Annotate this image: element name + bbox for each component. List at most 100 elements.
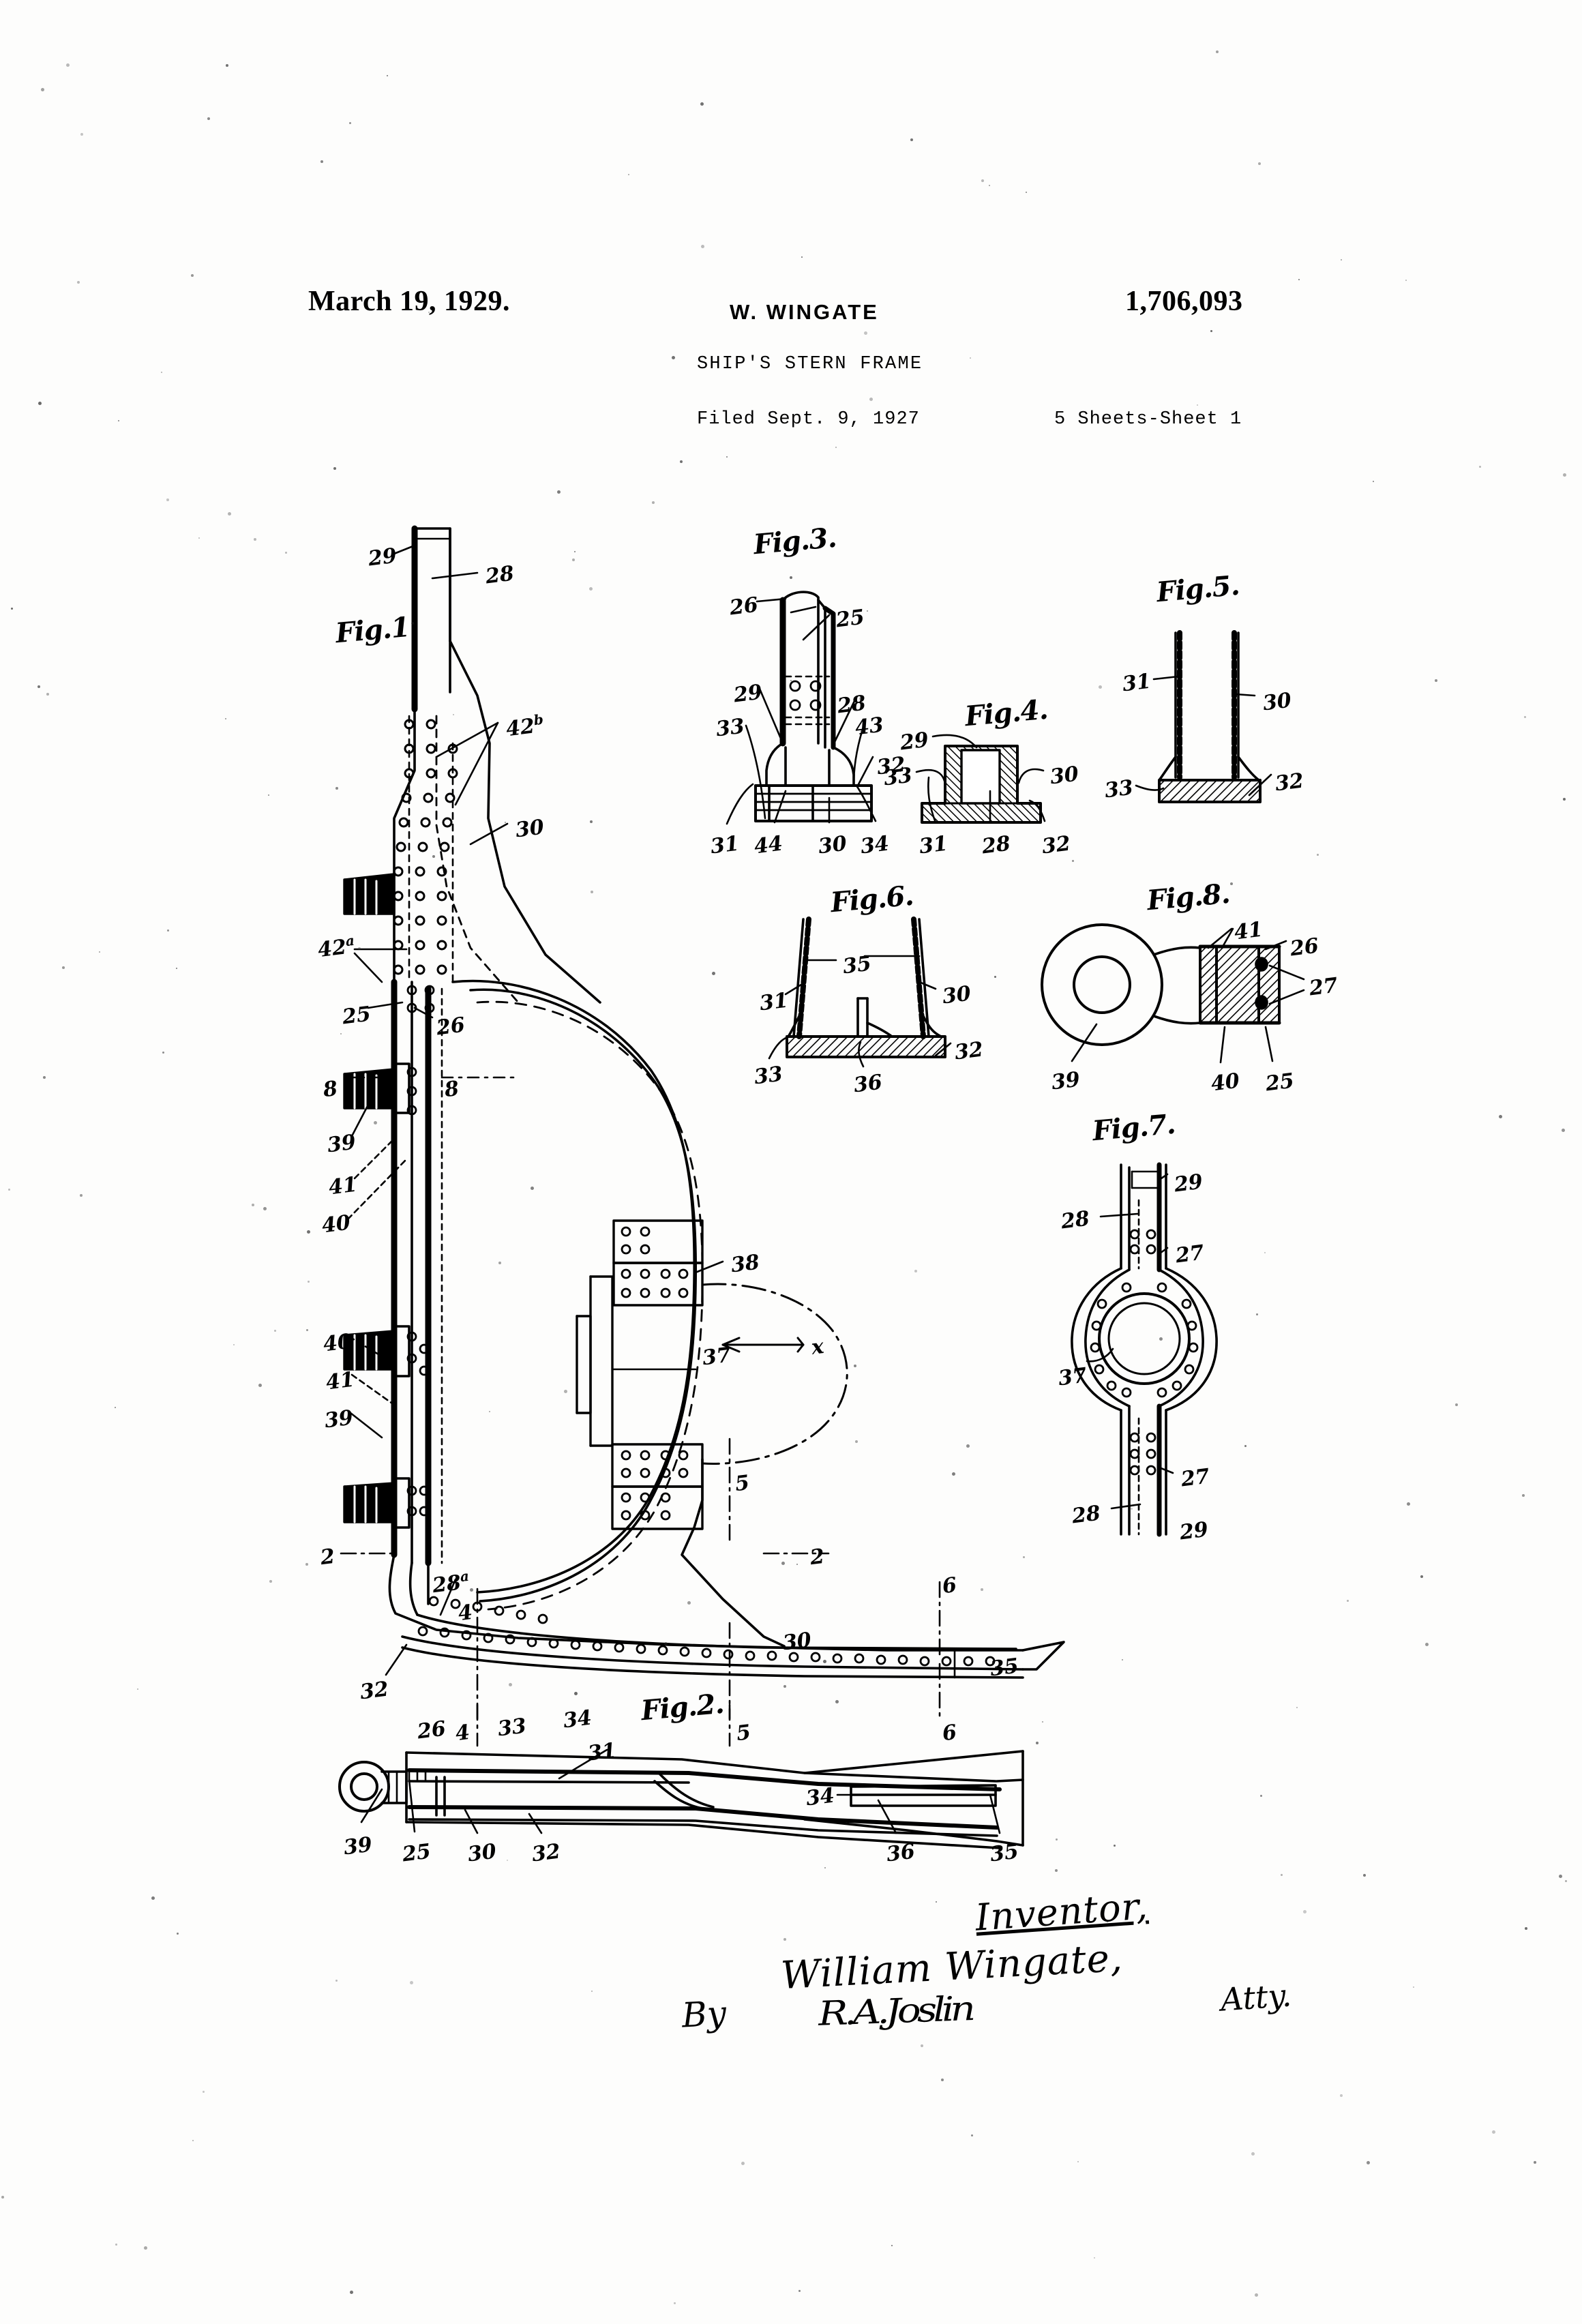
scan-speck	[252, 1204, 254, 1206]
scan-speck	[80, 133, 83, 136]
scan-speck	[1099, 685, 1102, 689]
reference-numeral-fig4-f4_28: 28	[981, 831, 1012, 859]
reference-numeral-fig6-f6_35: 35	[841, 951, 873, 979]
reference-numeral-fig7-f7_37: 37	[1057, 1363, 1088, 1391]
scan-speck	[233, 1344, 235, 1345]
reference-numeral-fig7-f7_29b: 29	[1178, 1517, 1210, 1545]
reference-numeral-fig2-f2_34: 34	[805, 1783, 836, 1811]
scan-speck	[591, 1991, 593, 1992]
scan-speck	[198, 537, 200, 539]
reference-numeral-fig3-f3_33: 33	[715, 714, 746, 742]
reference-numeral-fig3-f3_31: 31	[709, 831, 741, 859]
reference-numeral-fig3-f3_44: 44	[753, 831, 784, 859]
scan-speck	[498, 1262, 501, 1264]
scan-speck	[672, 356, 675, 359]
scan-speck	[1072, 860, 1074, 862]
scan-speck	[1244, 1445, 1247, 1447]
sheet-count: 5 Sheets-Sheet 1	[1054, 409, 1242, 430]
scan-speck	[1255, 2293, 1258, 2297]
scan-speck	[38, 685, 40, 688]
reference-numeral-fig2-f2_36: 36	[885, 1839, 916, 1867]
scan-speck	[1023, 1556, 1025, 1558]
scan-speck	[349, 122, 351, 124]
scan-speck	[1036, 1742, 1039, 1744]
scan-speck	[783, 1685, 786, 1688]
scan-speck	[1303, 1910, 1307, 1913]
scan-speck	[507, 1860, 508, 1861]
scan-speck	[989, 185, 990, 186]
scan-speck	[254, 538, 256, 541]
scan-speck	[680, 460, 683, 463]
reference-numeral-fig7-f7_28b: 28	[1071, 1501, 1102, 1529]
scan-speck	[411, 622, 414, 625]
scan-speck	[269, 1580, 272, 1583]
reference-numeral-fig1-n39b: 39	[323, 1405, 355, 1433]
scan-speck	[1114, 1845, 1116, 1847]
scan-speck	[166, 498, 169, 501]
scan-speck	[453, 714, 454, 715]
scan-speck	[358, 947, 361, 950]
scan-speck	[701, 245, 704, 248]
scan-speck	[835, 447, 837, 448]
figure-caption-fig7: Fig.7.	[1091, 1107, 1177, 1148]
scan-speck	[1562, 1129, 1565, 1132]
scan-speck	[531, 1187, 534, 1190]
attorney-signature: R.A.Joslin	[818, 1988, 972, 2034]
reference-numeral-fig1-n40b: 40	[322, 1329, 353, 1357]
scan-speck	[741, 2162, 745, 2165]
scan-speck	[115, 2244, 117, 2246]
reference-numeral-fig1-n8l: 8	[321, 1076, 339, 1103]
scan-speck	[333, 467, 336, 470]
reference-numeral-fig8-f8_40: 40	[1210, 1069, 1241, 1097]
scan-speck	[1216, 50, 1219, 53]
reference-numeral-fig8-f8_26: 26	[1289, 934, 1320, 962]
reference-numeral-fig1-n2l: 2	[318, 1544, 336, 1570]
scan-speck	[1435, 679, 1437, 682]
scan-speck	[1298, 279, 1300, 280]
scan-speck	[1563, 473, 1566, 477]
reference-numeral-fig3-f3_25: 25	[835, 605, 866, 633]
scan-speck	[557, 490, 561, 494]
figure-caption-fig6: Fig.6.	[829, 879, 915, 919]
scan-speck	[1479, 466, 1481, 468]
reference-numeral-fig1-n42a: 42a	[316, 932, 356, 963]
reference-numeral-fig1-n6a: 6	[940, 1573, 958, 1599]
reference-numeral-fig1-n4a: 4	[456, 1600, 474, 1626]
scan-speck	[46, 693, 49, 696]
scan-speck	[712, 972, 715, 975]
scan-speck	[726, 456, 728, 458]
scan-speck	[1055, 1869, 1058, 1872]
scan-speck	[859, 697, 863, 700]
scan-speck	[790, 576, 792, 579]
reference-numeral-fig1-n26: 26	[435, 1013, 466, 1041]
reference-numeral-fig1-n5b: 5	[734, 1720, 752, 1746]
scan-speck	[1230, 882, 1233, 885]
scan-speck	[1559, 1875, 1562, 1878]
reference-numeral-fig3-f3_29: 29	[732, 680, 764, 708]
scan-speck	[574, 1692, 578, 1695]
patent-title: SHIP'S STERN FRAME	[697, 354, 923, 374]
scan-speck	[320, 160, 323, 163]
reference-numeral-fig1-n40a: 40	[320, 1210, 352, 1238]
scan-speck	[374, 1121, 377, 1124]
scan-speck	[1281, 1874, 1283, 1876]
patent-number: 1,706,093	[1125, 286, 1243, 317]
reference-numeral-fig4-f4_30: 30	[1049, 762, 1080, 790]
reference-numeral-fig1-n32a: 32	[359, 1677, 390, 1705]
reference-numeral-fig6-f6_30: 30	[941, 981, 972, 1009]
scan-speck	[207, 117, 210, 120]
reference-numeral-fig1-n6b: 6	[940, 1720, 958, 1746]
scan-speck	[936, 1901, 937, 1903]
scan-speck	[855, 1440, 858, 1443]
scan-speck	[952, 1472, 955, 1476]
reference-numeral-suffix: a	[344, 932, 356, 950]
scan-speck	[1026, 192, 1027, 193]
scan-speck	[1107, 1921, 1108, 1922]
scan-speck	[1499, 1115, 1502, 1118]
scan-speck	[225, 718, 226, 719]
scan-speck	[43, 1076, 46, 1079]
reference-numeral-fig1-n28a: 28a	[431, 1567, 471, 1598]
reference-numeral-fig1-n25: 25	[341, 1002, 372, 1030]
scan-speck	[1524, 716, 1526, 718]
scan-speck	[628, 174, 629, 175]
